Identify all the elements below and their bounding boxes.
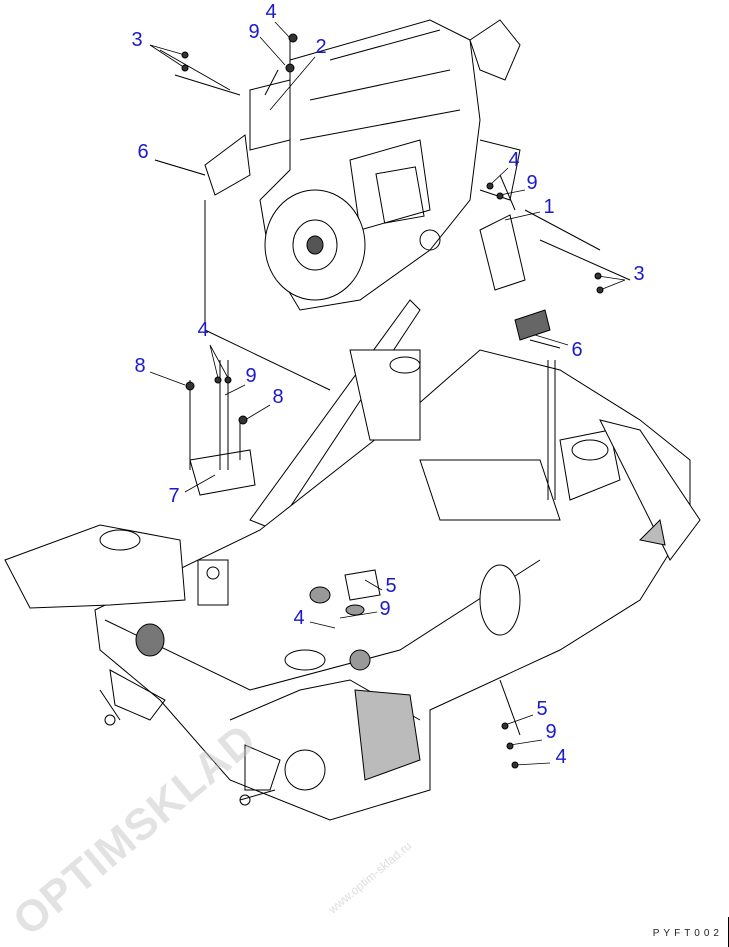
callout-9: 9 [379, 598, 391, 620]
callout-4: 4 [197, 319, 209, 341]
engine-assembly [259, 19, 521, 311]
callout-4: 4 [508, 149, 520, 171]
callout-5: 5 [536, 698, 548, 720]
callout-1: 1 [543, 196, 555, 218]
callout-6: 6 [137, 141, 149, 163]
leader-lines [149, 21, 626, 766]
callout-7: 7 [168, 485, 180, 507]
callout-9: 9 [245, 365, 257, 387]
callout-3: 3 [633, 263, 645, 285]
main-frame [4, 200, 701, 821]
callout-4: 4 [293, 607, 305, 629]
callout-6: 6 [571, 339, 583, 361]
fasteners [181, 33, 604, 769]
callout-4: 4 [265, 1, 277, 23]
engine-mount-left [154, 40, 291, 196]
callout-8: 8 [134, 355, 146, 377]
drawing-code: PYFT002 [652, 928, 723, 939]
callout-8: 8 [272, 386, 284, 408]
callout-4: 4 [555, 746, 567, 768]
engine-mount-right [479, 174, 631, 349]
callout-3: 3 [131, 29, 143, 51]
callout-9: 9 [526, 172, 538, 194]
callout-5: 5 [385, 575, 397, 597]
callout-9: 9 [545, 721, 557, 743]
rubber-mounts [189, 360, 556, 736]
axle-yokes [99, 669, 326, 806]
callout-2: 2 [315, 36, 327, 58]
callout-9: 9 [248, 21, 260, 43]
